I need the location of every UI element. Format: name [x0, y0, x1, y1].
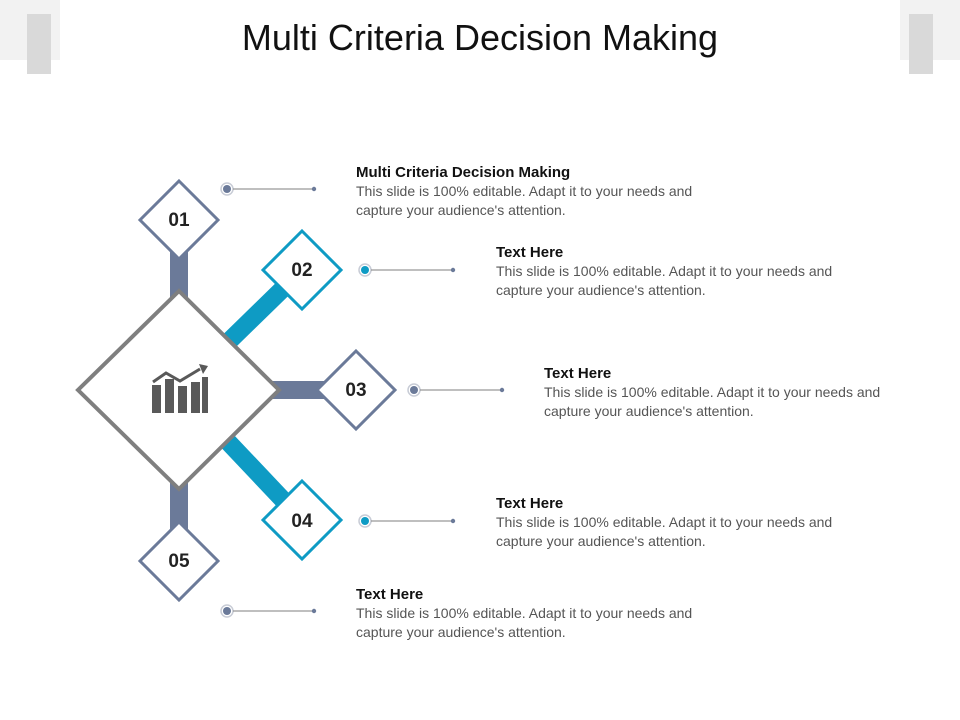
text-block-02: Text Here This slide is 100% editable. A…: [496, 243, 856, 300]
text-heading-05: Text Here: [356, 586, 424, 603]
step-diamond-03: [314, 348, 398, 432]
corner-decoration-left: [27, 14, 51, 74]
step-number-04: 04: [291, 511, 313, 532]
text-block-04: Text Here This slide is 100% editable. A…: [496, 494, 856, 551]
step-diamond-02: [260, 228, 344, 312]
pointer-04: [358, 514, 456, 528]
text-heading-01: Multi Criteria Decision Making: [356, 164, 571, 181]
bar-chart-growth-icon: [152, 364, 208, 413]
text-body-04: This slide is 100% editable. Adapt it to…: [496, 514, 833, 549]
text-heading-02: Text Here: [496, 244, 564, 261]
pointer-05: [220, 604, 317, 618]
step-diamond-04: [260, 478, 344, 562]
step-number-03: 03: [345, 380, 367, 401]
step-diamond-05: [137, 519, 221, 603]
pointer-03: [407, 383, 505, 397]
text-heading-04: Text Here: [496, 495, 564, 512]
step-diamond-01: [137, 178, 221, 262]
text-body-03: This slide is 100% editable. Adapt it to…: [544, 384, 881, 419]
text-body-01: This slide is 100% editable. Adapt it to…: [356, 183, 693, 218]
step-number-01: 01: [168, 210, 190, 231]
pointer-02: [358, 263, 456, 277]
page-title: Multi Criteria Decision Making: [241, 17, 719, 58]
text-block-03: Text Here This slide is 100% editable. A…: [544, 364, 904, 421]
pointer-01: [220, 182, 317, 196]
text-body-05: This slide is 100% editable. Adapt it to…: [356, 605, 693, 640]
step-number-02: 02: [291, 260, 313, 281]
step-number-05: 05: [168, 551, 190, 572]
text-heading-03: Text Here: [544, 365, 612, 382]
text-block-05: Text Here This slide is 100% editable. A…: [356, 585, 716, 642]
text-block-01: Multi Criteria Decision Making This slid…: [356, 163, 716, 220]
text-body-02: This slide is 100% editable. Adapt it to…: [496, 263, 833, 298]
corner-decoration-right: [909, 14, 933, 74]
